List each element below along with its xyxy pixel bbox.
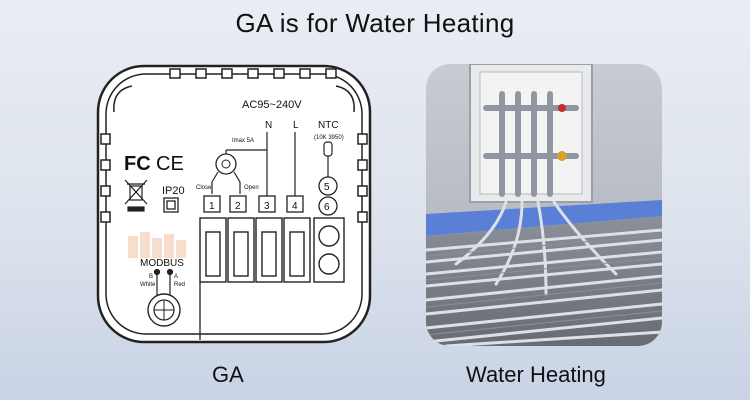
mounting-tabs xyxy=(100,68,368,223)
modbus-label: MODBUS xyxy=(140,258,184,269)
ntc-spec-label: (10K 3950) xyxy=(314,135,344,141)
water-heating-photo xyxy=(426,64,662,346)
fc-mark: FC xyxy=(124,153,151,175)
terminal-5: 5 xyxy=(324,182,330,193)
live-label: L xyxy=(293,120,299,131)
floor-heating-pipes xyxy=(426,200,662,346)
terminal-6: 6 xyxy=(324,202,330,213)
left-caption: GA xyxy=(212,362,244,387)
floor xyxy=(426,216,662,346)
open-label: Open xyxy=(244,185,259,191)
ip-rating: IP20 xyxy=(162,185,185,197)
modbus-b-label: B xyxy=(149,274,153,280)
ntc-label: NTC xyxy=(318,120,339,131)
valve-symbol xyxy=(215,153,237,175)
wall-tile-strip xyxy=(426,200,662,236)
right-caption: Water Heating xyxy=(466,362,606,387)
modbus-red-label: Red xyxy=(174,282,185,288)
terminal-block xyxy=(203,176,338,216)
ce-mark: CE xyxy=(156,153,184,175)
thermostat-back-diagram: AC95~240V N L NTC (10K 3950) Imax 5A Clo… xyxy=(92,60,376,348)
double-insulation-icon xyxy=(163,197,179,213)
watermark-logo xyxy=(128,232,186,258)
weee-bin-icon xyxy=(124,179,148,212)
terminal-2: 2 xyxy=(235,201,241,212)
terminal-3: 3 xyxy=(264,201,270,212)
modbus-a-label: A xyxy=(174,274,178,280)
close-label: Close xyxy=(196,185,212,191)
terminal-1: 1 xyxy=(209,201,215,212)
imax-label: Imax 5A xyxy=(232,138,254,144)
connector-housings xyxy=(199,217,345,283)
voltage-label: AC95~240V xyxy=(242,99,302,111)
terminal-4: 4 xyxy=(292,201,298,212)
neutral-label: N xyxy=(265,120,272,131)
modbus-white-label: White xyxy=(140,282,156,288)
page-title: GA is for Water Heating xyxy=(235,8,515,38)
